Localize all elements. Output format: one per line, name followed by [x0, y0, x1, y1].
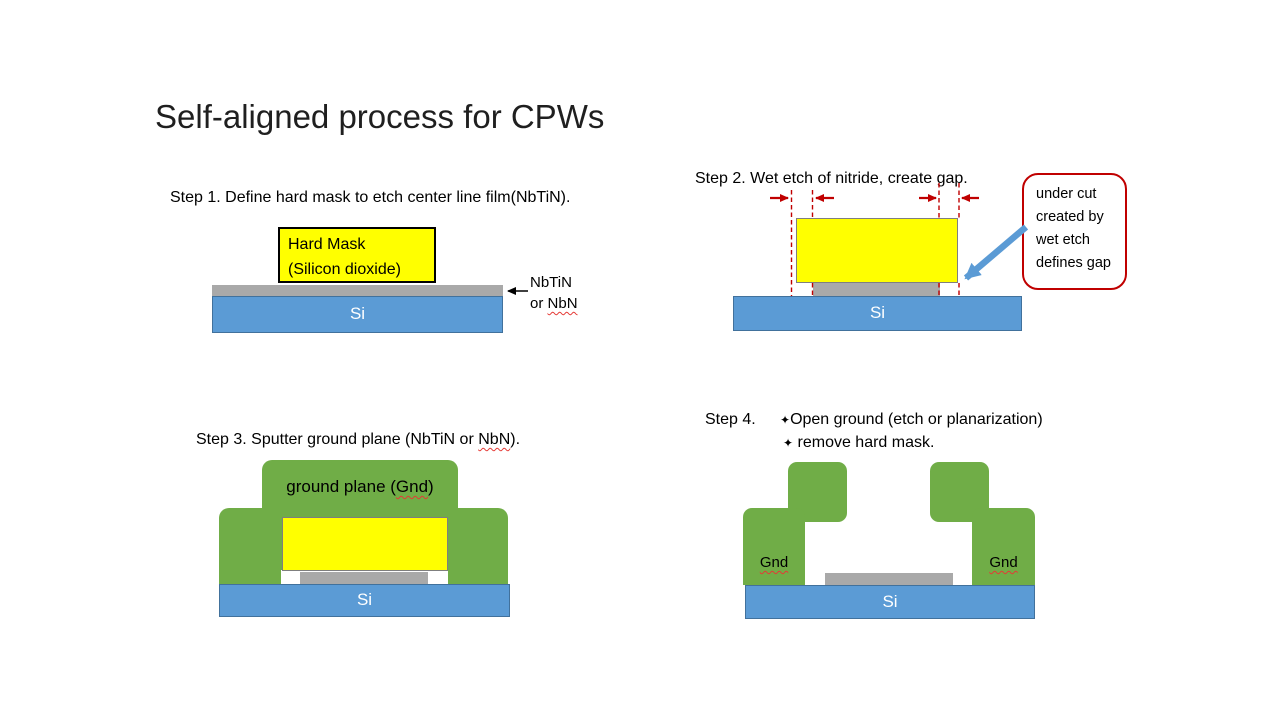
step3-ground-plane-label: ground plane (Gnd): [262, 477, 458, 497]
film-label-line2-prefix: or: [530, 295, 548, 312]
step2-hard-mask-rect: [796, 218, 958, 283]
step1-nitride-film-rect: [212, 285, 503, 296]
step3-heading: Step 3. Sputter ground plane (NbTiN or N…: [196, 431, 520, 449]
hard-mask-label-line1: Hard Mask: [288, 236, 366, 253]
step2-undercut-nitride-rect: [813, 283, 940, 296]
step1-film-label: NbTiN or NbN: [530, 272, 578, 314]
bullet2-glyph: ✦: [783, 436, 794, 450]
step4-bullet1: ✦Open ground (etch or planarization): [780, 411, 1043, 429]
callout-line4: defines gap: [1036, 255, 1111, 271]
film-label-line1: NbTiN: [530, 274, 572, 291]
slide-title: Self-aligned process for CPWs: [155, 98, 605, 135]
step3-nitride-center-line: [300, 572, 428, 584]
step1-heading: Step 1. Define hard mask to etch center …: [170, 189, 571, 206]
callout-line2: created by: [1036, 209, 1104, 225]
step4-ground-lower-right-block: [972, 508, 1035, 585]
step2-heading: Step 2. Wet etch of nitride, create gap.: [695, 170, 968, 187]
step4-si-substrate: Si: [745, 585, 1035, 619]
step4-bullet2: ✦ remove hard mask.: [783, 434, 934, 452]
step3-heading-suffix: ).: [510, 431, 521, 448]
step3-si-substrate: Si: [219, 584, 510, 617]
step3-heading-prefix: Step 3. Sputter ground plane (NbTiN or: [196, 431, 479, 448]
step4-nitride-center-line: [825, 573, 953, 585]
bullet1-glyph: ✦: [780, 413, 791, 427]
hard-mask-label-line2: (Silicon dioxide): [288, 261, 401, 278]
step2-undercut-callout: under cut created by wet etch defines ga…: [1022, 173, 1127, 290]
ground-plane-label-word: Gnd: [395, 477, 429, 496]
step4-step-label: Step 4.: [705, 411, 756, 428]
step2-si-substrate: Si: [733, 296, 1022, 331]
step4-gnd-right-label: Gnd: [989, 554, 1018, 571]
ground-plane-label-prefix: ground plane (: [286, 477, 396, 496]
step1-si-substrate: Si: [212, 296, 503, 333]
ground-plane-label-suffix: ): [428, 477, 434, 496]
callout-line1: under cut: [1036, 186, 1097, 202]
step4-ground-lower-left-block: [743, 508, 805, 585]
step3-heading-word: NbN: [478, 431, 511, 448]
undercut-callout-arrow-icon: [963, 224, 1029, 281]
step1-hard-mask-rect: Hard Mask (Silicon dioxide): [278, 227, 436, 283]
callout-line3: wet etch: [1036, 232, 1090, 248]
bullet1-text: Open ground (etch or planarization): [790, 411, 1043, 428]
step3-hard-mask-rect: [282, 517, 448, 571]
step4-gnd-left-label: Gnd: [759, 554, 789, 571]
bullet2-text: remove hard mask.: [793, 434, 935, 451]
film-label-line2-word: NbN: [547, 295, 578, 312]
